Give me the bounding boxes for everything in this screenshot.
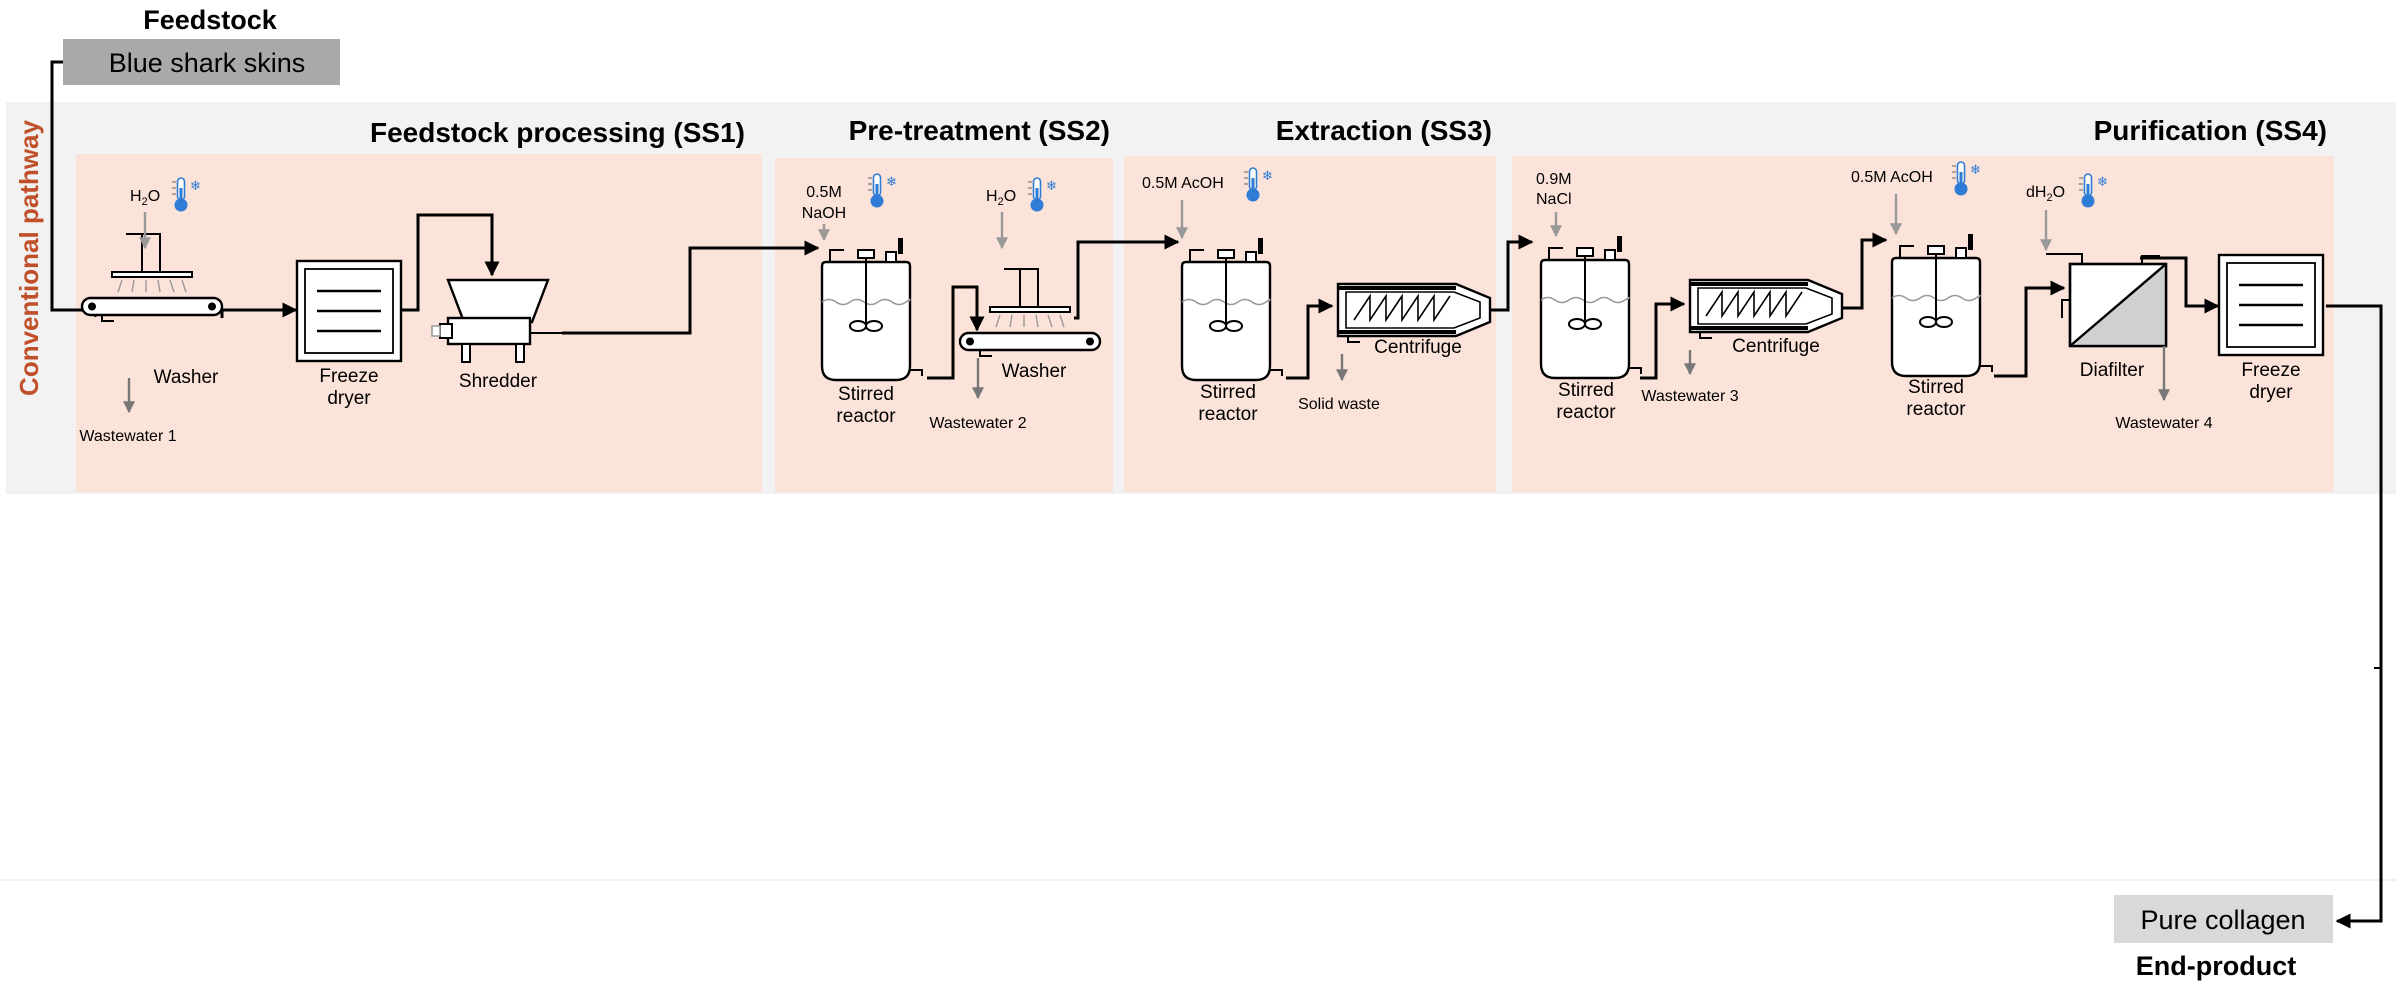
stirred-reactor-4-label-2: reactor <box>1906 399 1966 420</box>
freeze-dryer-2-label-1: Freeze <box>2241 360 2300 381</box>
stage-title-ss1: Feedstock processing (SS1) <box>370 117 745 148</box>
washer-2-label: Washer <box>1002 361 1067 382</box>
input-nacl-1: 0.9M <box>1536 171 1572 188</box>
flow-dryer-to-end-product <box>2326 304 2383 929</box>
input-h2o-1: H2O <box>130 188 160 208</box>
flow-reactor-1-to-washer-2 <box>927 285 985 380</box>
freeze-dryer-2-label-2: dryer <box>2249 382 2293 403</box>
stirred-reactor-3-label-2: reactor <box>1556 402 1616 423</box>
end-product-heading: End-product <box>2136 951 2296 981</box>
pathway-label: Conventional pathway <box>14 120 44 396</box>
solid-waste-label: Solid waste <box>1298 396 1380 413</box>
freeze-dryer-1-icon <box>295 259 403 363</box>
flow-reactor-3-to-centrifuge-2 <box>1640 296 1686 380</box>
flow-dryer-to-shredder <box>402 213 500 312</box>
flow-feedstock-to-washer <box>50 60 110 318</box>
input-naoh-2: NaOH <box>802 205 846 222</box>
stirred-reactor-3-label-1: Stirred <box>1558 380 1614 401</box>
wastewater-3-label: Wastewater 3 <box>1641 388 1738 405</box>
freeze-dryer-1-label-2: dryer <box>327 388 371 409</box>
freeze-dryer-2-icon <box>2217 253 2325 357</box>
wastewater-4-label: Wastewater 4 <box>2115 415 2212 432</box>
feedstock-name: Blue shark skins <box>109 48 306 78</box>
centrifuge-1-label: Centrifuge <box>1374 337 1462 358</box>
flow-centrifuge-1-to-reactor-3 <box>1484 234 1534 312</box>
diafilter-label: Diafilter <box>2080 360 2145 381</box>
flow-diafilter-to-dryer <box>2140 256 2220 314</box>
washer-1-label: Washer <box>154 367 219 388</box>
lower-area <box>0 494 2396 880</box>
flow-washer-2-to-reactor-2 <box>1074 234 1180 320</box>
input-nacl-2: NaCl <box>1536 191 1572 208</box>
input-acoh-2: 0.5M AcOH <box>1851 169 1933 186</box>
flow-reactor-2-to-centrifuge-1 <box>1286 298 1334 380</box>
stage-title-ss4: Purification (SS4) <box>2094 115 2327 146</box>
end-product-name: Pure collagen <box>2140 905 2305 935</box>
stage-title-ss2: Pre-treatment (SS2) <box>849 115 1110 146</box>
wastewater-1-label: Wastewater 1 <box>79 428 176 445</box>
feedstock-heading: Feedstock <box>143 5 278 35</box>
input-h2o-2: H2O <box>986 188 1016 208</box>
flow-reactor-4-to-diafilter <box>1994 280 2066 378</box>
stirred-reactor-2-label-2: reactor <box>1198 404 1258 425</box>
stage-title-ss3: Extraction (SS3) <box>1276 115 1492 146</box>
input-acoh-1: 0.5M AcOH <box>1142 175 1224 192</box>
shredder-icon <box>431 278 562 363</box>
flow-shredder-to-reactor-1 <box>562 240 820 335</box>
input-dh2o: dH2O <box>2026 184 2065 204</box>
input-naoh-1: 0.5M <box>806 184 842 201</box>
feedstock-box <box>63 39 340 85</box>
stirred-reactor-4-label-1: Stirred <box>1908 377 1964 398</box>
wastewater-2-label: Wastewater 2 <box>929 415 1026 432</box>
shredder-label: Shredder <box>459 371 538 392</box>
freeze-dryer-1-label-1: Freeze <box>319 366 378 387</box>
centrifuge-2-label: Centrifuge <box>1732 336 1820 357</box>
end-product-box <box>2114 895 2333 943</box>
panel-ss1 <box>76 154 762 492</box>
stirred-reactor-2-label-1: Stirred <box>1200 382 1256 403</box>
stirred-reactor-1-label-2: reactor <box>836 406 896 427</box>
diafilter-icon <box>2046 253 2168 348</box>
stirred-reactor-1-label-1: Stirred <box>838 384 894 405</box>
flow-centrifuge-2-to-reactor-4 <box>1836 232 1888 310</box>
